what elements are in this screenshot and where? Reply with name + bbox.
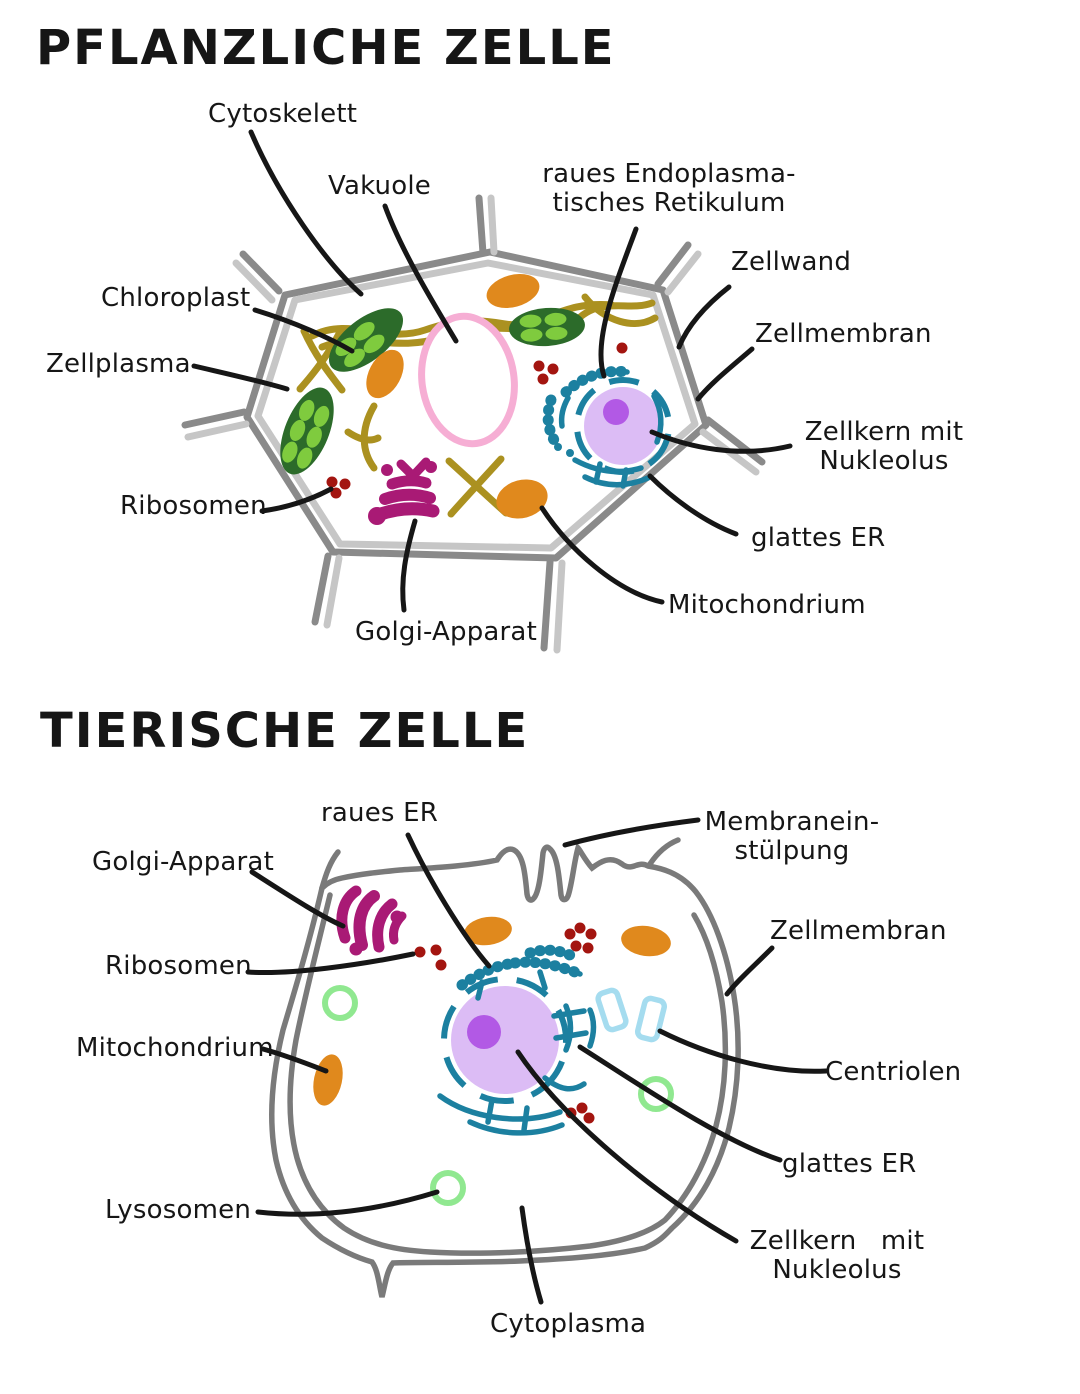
plant-label-golgi: Golgi-Apparat (355, 617, 537, 647)
plant-label-zellkern: Zellkern mit Nukleolus (804, 417, 964, 477)
animal-nucleus (440, 976, 569, 1104)
animal-rough-er (456, 944, 586, 1001)
plant-cell-title: PFLANZLICHE ZELLE (36, 20, 616, 76)
pointer-golgi (249, 869, 346, 929)
pointer-golgi (400, 518, 418, 613)
plant-label-zellmembran: Zellmembran (755, 319, 932, 349)
plant-label-chloroplast: Chloroplast (101, 283, 251, 313)
pointer-lysosomen (255, 1189, 440, 1217)
animal-label-mitochondrium: Mitochondrium (76, 1033, 274, 1063)
pointer-membraneinstuelpung (562, 817, 701, 848)
pointer-zellmembran (724, 945, 775, 997)
plant-label-cytoskelett: Cytoskelett (208, 99, 358, 129)
pointer-mitochondrium (260, 1046, 329, 1074)
plant-label-zellplasma: Zellplasma (46, 349, 191, 379)
plant-chloroplasts (280, 307, 585, 475)
plant-vacuole (418, 312, 518, 448)
animal-golgi-apparatus (336, 885, 407, 956)
animal-centrioles (595, 987, 668, 1043)
plant-label-glattes-er: glattes ER (751, 523, 886, 553)
pointer-zellplasma (191, 363, 290, 392)
animal-label-glattes-er: glattes ER (782, 1149, 917, 1179)
plant-smooth-er (572, 393, 664, 489)
animal-pointer-lines (245, 817, 829, 1305)
pointer-zellkern (515, 1049, 739, 1244)
plant-label-vakuole: Vakuole (328, 171, 431, 201)
pointer-ribosomen (259, 486, 334, 514)
pointer-raues-er (405, 832, 492, 969)
animal-label-cytoplasma: Cytoplasma (490, 1309, 647, 1339)
plant-pointer-lines (191, 129, 793, 613)
animal-mitochondria (313, 916, 671, 1106)
animal-label-membraneinstuelpung: Membranein- stülpung (704, 807, 880, 867)
pointer-zellkern (649, 429, 793, 454)
pointer-vakuole (382, 203, 459, 344)
animal-label-lysosomen: Lysosomen (105, 1195, 251, 1225)
pointer-ribosomen (245, 951, 416, 976)
pointer-glattes-er (577, 1044, 783, 1163)
animal-cell-drawing (245, 817, 829, 1305)
animal-label-raues-er: raues ER (321, 798, 439, 828)
animal-label-ribosomen: Ribosomen (105, 951, 252, 981)
pointer-zellmembran (695, 346, 755, 402)
animal-label-centriolen: Centriolen (825, 1057, 962, 1087)
plant-label-raues-er: raues Endoplasma- tisches Retikulum (542, 159, 796, 219)
animal-label-golgi: Golgi-Apparat (92, 847, 274, 877)
pointer-centriolen (657, 1028, 829, 1074)
pointer-cytoplasma (519, 1205, 544, 1305)
animal-lysosomes (322, 985, 674, 1206)
pointer-mitochondrium (539, 505, 665, 605)
pointer-zellwand (676, 284, 732, 350)
animal-label-zellkern: Zellkern mit Nukleolus (749, 1226, 925, 1286)
plant-nucleus (574, 377, 672, 475)
animal-label-zellmembran: Zellmembran (770, 916, 947, 946)
pointer-raues-er (598, 226, 639, 379)
plant-label-zellwand: Zellwand (731, 247, 852, 277)
animal-smooth-er (437, 1003, 597, 1136)
animal-cell-title: TIERISCHE ZELLE (40, 703, 530, 759)
pointer-chloroplast (252, 307, 355, 354)
pointer-cytoskelett (248, 129, 364, 297)
plant-mitochondria (366, 274, 548, 519)
plant-label-mitochondrium: Mitochondrium (668, 590, 866, 620)
plant-ribosomes (326, 342, 628, 499)
plant-label-ribosomen: Ribosomen (120, 491, 267, 521)
plant-rough-er (542, 365, 633, 457)
plant-cell-drawing (181, 129, 793, 654)
pointer-glattes-er (647, 473, 739, 537)
plant-golgi-apparatus (368, 457, 440, 525)
